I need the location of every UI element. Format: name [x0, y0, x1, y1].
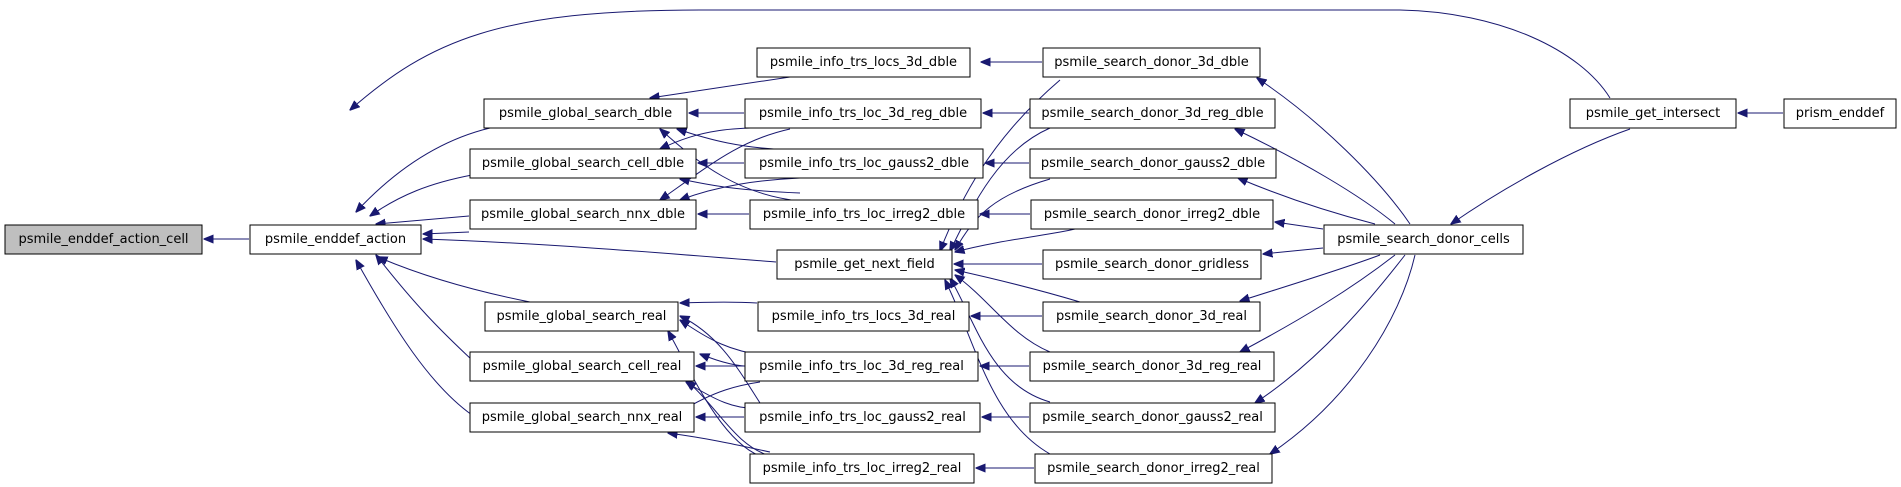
node-label: psmile_search_donor_3d_reg_dble [1041, 106, 1263, 121]
node-label: prism_enddef [1796, 106, 1885, 121]
call-edge [955, 270, 1081, 303]
call-edge [955, 228, 1076, 252]
call-edge [350, 9, 1611, 110]
node-label: psmile_info_trs_loc_3d_reg_dble [759, 106, 967, 121]
node-psmile-enddef-action-cell[interactable]: psmile_enddef_action_cell [4, 224, 203, 255]
call-edge [1235, 129, 1396, 225]
node-psmile-global-search-nnx-dble[interactable]: psmile_global_search_nnx_dble [469, 199, 697, 230]
node-label: psmile_get_next_field [794, 257, 935, 272]
node-label: psmile_global_search_real [497, 309, 667, 324]
node-psmile-search-donor-3d-real[interactable]: psmile_search_donor_3d_real [1042, 301, 1261, 332]
call-edge [950, 127, 1051, 251]
node-psmile-search-donor-gauss2-dble[interactable]: psmile_search_donor_gauss2_dble [1029, 148, 1277, 179]
node-label: psmile_info_trs_loc_3d_reg_real [759, 359, 964, 374]
call-edge [680, 302, 758, 303]
node-label: psmile_search_donor_irreg2_dble [1044, 207, 1260, 222]
node-psmile-search-donor-irreg2-real[interactable]: psmile_search_donor_irreg2_real [1034, 453, 1273, 484]
node-psmile-search-donor-cells[interactable]: psmile_search_donor_cells [1323, 224, 1524, 255]
node-label: psmile_search_donor_gauss2_real [1042, 410, 1263, 425]
call-edge [660, 129, 801, 202]
call-edge [1451, 128, 1631, 224]
node-label: psmile_search_donor_3d_reg_real [1043, 359, 1262, 374]
node-psmile-search-donor-3d-reg-dble[interactable]: psmile_search_donor_3d_reg_dble [1029, 98, 1276, 129]
graph-edges [204, 9, 1783, 468]
call-edge [680, 320, 771, 357]
call-edge [668, 331, 761, 457]
node-psmile-search-donor-3d-dble[interactable]: psmile_search_donor_3d_dble [1042, 47, 1261, 78]
node-psmile-info-trs-loc-3d-reg-dble[interactable]: psmile_info_trs_loc_3d_reg_dble [744, 98, 982, 129]
node-label: psmile_search_donor_cells [1337, 232, 1510, 247]
call-edge [356, 127, 491, 212]
node-psmile-search-donor-gridless[interactable]: psmile_search_donor_gridless [1042, 249, 1262, 280]
node-psmile-info-trs-locs-3d-dble[interactable]: psmile_info_trs_locs_3d_dble [756, 47, 971, 78]
call-edge [1240, 254, 1381, 301]
call-edge [1255, 254, 1406, 403]
node-label: psmile_search_donor_irreg2_real [1047, 461, 1260, 476]
call-edge [950, 278, 1051, 403]
node-psmile-search-donor-3d-reg-real[interactable]: psmile_search_donor_3d_reg_real [1029, 351, 1275, 382]
node-psmile-global-search-dble[interactable]: psmile_global_search_dble [483, 98, 688, 129]
call-edge [356, 260, 473, 416]
node-label: psmile_global_search_cell_real [483, 359, 682, 374]
call-edge [423, 239, 777, 263]
node-label: psmile_enddef_action [265, 232, 406, 247]
call-edge [1275, 222, 1324, 230]
node-psmile-global-search-cell-real[interactable]: psmile_global_search_cell_real [469, 351, 695, 382]
node-psmile-enddef-action[interactable]: psmile_enddef_action [249, 224, 422, 255]
call-edge [378, 257, 531, 303]
call-edge [668, 433, 771, 453]
node-label: psmile_search_donor_gauss2_dble [1041, 156, 1265, 171]
node-label: psmile_get_intersect [1586, 106, 1721, 121]
node-psmile-info-trs-loc-irreg2-dble[interactable]: psmile_info_trs_loc_irreg2_dble [749, 199, 979, 230]
node-psmile-info-trs-loc-gauss2-dble[interactable]: psmile_info_trs_loc_gauss2_dble [744, 148, 984, 179]
node-label: psmile_enddef_action_cell [18, 232, 188, 247]
node-psmile-get-next-field[interactable]: psmile_get_next_field [776, 249, 953, 280]
node-label: psmile_search_donor_3d_real [1056, 309, 1247, 324]
call-edge [376, 255, 473, 361]
call-edge [370, 174, 473, 216]
node-label: psmile_info_trs_locs_3d_real [772, 309, 956, 324]
node-label: psmile_search_donor_3d_dble [1054, 55, 1248, 70]
node-psmile-get-intersect[interactable]: psmile_get_intersect [1569, 98, 1737, 129]
node-psmile-info-trs-locs-3d-real[interactable]: psmile_info_trs_locs_3d_real [757, 301, 970, 332]
node-label: psmile_info_trs_loc_gauss2_real [759, 410, 966, 425]
node-psmile-search-donor-irreg2-dble[interactable]: psmile_search_donor_irreg2_dble [1030, 199, 1274, 230]
node-label: psmile_info_trs_loc_irreg2_dble [763, 207, 965, 222]
call-edge [680, 179, 801, 194]
call-edge [423, 232, 470, 234]
call-edge [1240, 254, 1396, 352]
call-edge [686, 380, 771, 457]
node-label: psmile_global_search_nnx_dble [481, 207, 685, 222]
call-edge [1238, 178, 1376, 225]
node-label: psmile_global_search_nnx_real [482, 410, 683, 425]
call-edge [660, 128, 791, 200]
call-edge [680, 177, 801, 200]
node-label: psmile_info_trs_loc_gauss2_dble [759, 156, 969, 171]
call-edge [1270, 254, 1416, 454]
node-psmile-info-trs-loc-gauss2-real[interactable]: psmile_info_trs_loc_gauss2_real [744, 402, 981, 433]
node-psmile-global-search-cell-dble[interactable]: psmile_global_search_cell_dble [469, 148, 697, 179]
node-psmile-info-trs-loc-3d-reg-real[interactable]: psmile_info_trs_loc_3d_reg_real [744, 351, 979, 382]
call-edge [650, 76, 791, 98]
node-label: psmile_info_trs_locs_3d_dble [770, 55, 957, 70]
node-psmile-info-trs-loc-irreg2-real[interactable]: psmile_info_trs_loc_irreg2_real [749, 453, 975, 484]
call-edge [1263, 247, 1324, 254]
node-label: psmile_search_donor_gridless [1055, 257, 1249, 272]
call-edge [680, 316, 761, 404]
node-label: psmile_global_search_cell_dble [482, 156, 684, 171]
call-edge [677, 129, 791, 151]
call-edge [376, 215, 470, 224]
node-prism-enddef[interactable]: prism_enddef [1783, 98, 1897, 129]
node-psmile-global-search-real[interactable]: psmile_global_search_real [484, 301, 679, 332]
node-psmile-global-search-nnx-real[interactable]: psmile_global_search_nnx_real [469, 402, 695, 433]
node-label: psmile_info_trs_loc_irreg2_real [763, 461, 962, 476]
node-label: psmile_global_search_dble [499, 106, 672, 121]
node-psmile-search-donor-gauss2-real[interactable]: psmile_search_donor_gauss2_real [1029, 402, 1276, 433]
call-edge [955, 178, 1051, 250]
call-edge [1257, 78, 1411, 225]
